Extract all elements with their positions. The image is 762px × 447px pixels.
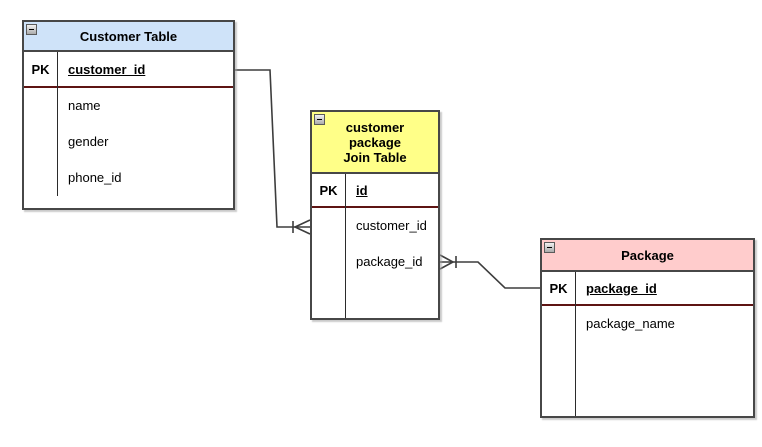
field-row: gender <box>68 134 109 149</box>
field-row: name <box>68 98 101 113</box>
pk-column-divider <box>345 174 346 318</box>
table-title: Package <box>621 247 674 263</box>
field-row: phone_id <box>68 170 122 185</box>
entity-table-join[interactable]: customer package Join Table PK id custom… <box>310 110 440 320</box>
crow-foot-many-icon <box>439 254 455 270</box>
crow-foot-many-icon <box>293 219 311 235</box>
table-header: Customer Table <box>24 22 233 52</box>
pk-field-name: customer_id <box>68 61 146 77</box>
primary-key-row: PK customer_id <box>24 52 233 88</box>
pk-column-divider <box>575 272 576 416</box>
pk-label: PK <box>319 182 338 198</box>
pk-label: PK <box>549 280 568 296</box>
entity-table-package[interactable]: Package PK package_id package_name <box>540 238 755 418</box>
pk-column-divider <box>57 52 58 196</box>
collapse-minus-icon[interactable] <box>314 114 325 125</box>
collapse-minus-icon[interactable] <box>544 242 555 253</box>
table-header: Package <box>542 240 753 272</box>
table-header: customer package Join Table <box>312 112 438 174</box>
table-title: Customer Table <box>79 28 178 44</box>
entity-table-customer[interactable]: Customer Table PK customer_id name gende… <box>22 20 235 210</box>
relationship-customer-to-join[interactable] <box>235 69 311 235</box>
relationship-package-to-join[interactable] <box>439 254 540 289</box>
field-row: customer_id <box>356 218 427 233</box>
field-row: package_name <box>586 316 675 331</box>
pk-field-name: package_id <box>586 280 657 296</box>
pk-field-name: id <box>356 182 368 198</box>
pk-label: PK <box>31 61 50 77</box>
field-row: package_id <box>356 254 423 269</box>
primary-key-row: PK package_id <box>542 272 753 306</box>
primary-key-row: PK id <box>312 174 438 208</box>
collapse-minus-icon[interactable] <box>26 24 37 35</box>
table-title: customer package Join Table <box>343 119 407 165</box>
